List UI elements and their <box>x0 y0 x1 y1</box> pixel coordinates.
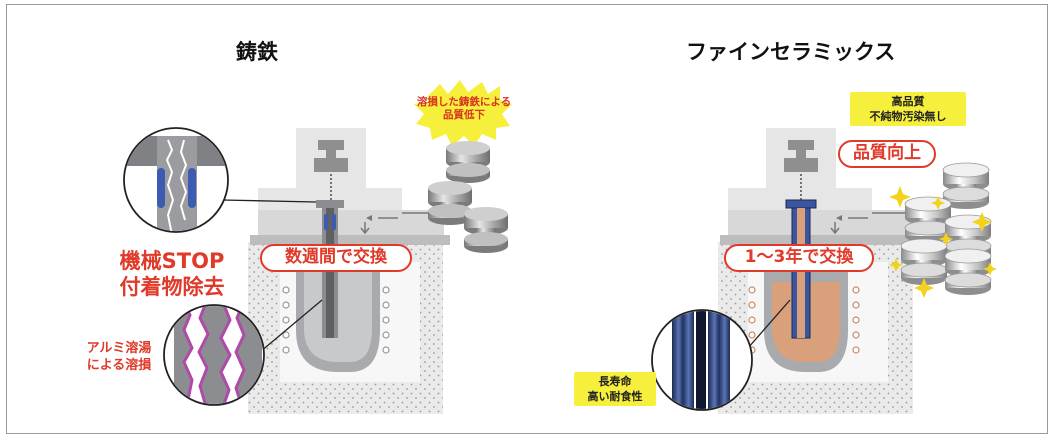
replace-weeks-pill: 数週間で交換 <box>260 244 412 272</box>
ceramic-parts <box>889 162 997 298</box>
quality-improve-pill: 品質向上 <box>838 140 936 168</box>
cast-iron-parts <box>428 141 508 253</box>
long-life-badge: 長寿命 高い耐食性 <box>574 372 656 406</box>
air-arrow-head <box>836 215 842 221</box>
down-arrow <box>360 222 370 235</box>
heater-coils <box>282 286 390 354</box>
aluminum-corrosion-label: アルミ溶湯 による溶損 <box>86 341 152 373</box>
right-detail-circle <box>651 299 791 411</box>
plate-edge <box>250 235 450 245</box>
deposit-mark <box>324 214 328 230</box>
left-detail-circle-bottom <box>163 299 323 406</box>
replace-years-pill: 1〜3年で交換 <box>724 244 874 272</box>
mold-cavity <box>314 140 348 172</box>
sparkle-icons <box>889 186 997 298</box>
machine-stop-label: 機械STOP 付着物除去 <box>119 249 225 299</box>
stalk-bore <box>326 208 334 338</box>
high-quality-badge: 高品質 不純物汚染無し <box>850 92 966 126</box>
stalk-head <box>316 200 344 208</box>
left-detail-circle-top <box>123 127 317 233</box>
down-arrow <box>830 222 840 235</box>
stalk-bore <box>797 208 805 338</box>
stalk-head <box>785 199 817 209</box>
plate-edge <box>720 235 920 245</box>
quality-drop-label: 溶損した鋳鉄による 品質低下 <box>416 96 512 121</box>
fine-ceramics-title: ファインセラミックス <box>686 40 896 64</box>
deposit-mark <box>332 214 336 230</box>
air-arrow-head <box>366 215 372 221</box>
cast-iron-title: 鋳鉄 <box>236 40 278 64</box>
mold-cavity <box>784 140 818 172</box>
quality-drop-burst <box>414 80 512 146</box>
